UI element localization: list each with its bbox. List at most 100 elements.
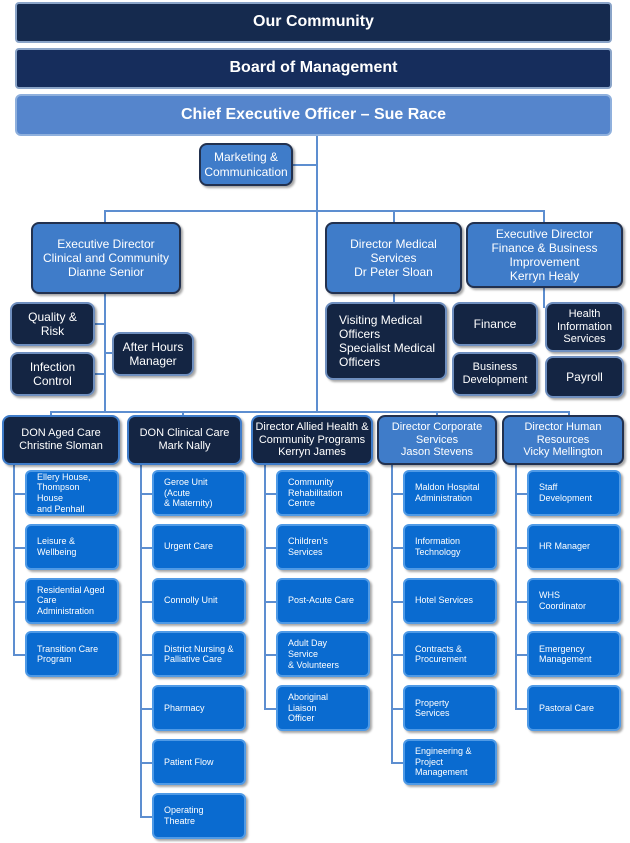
- department-item-label: Patient Flow: [164, 756, 214, 767]
- item-connector: [515, 493, 527, 495]
- department-item-label: Geroe Unit (Acute & Maternity): [164, 477, 213, 509]
- department-item-label: Transition Care Program: [37, 643, 99, 665]
- department-item-label: Emergency Management: [539, 643, 592, 665]
- column-head-label: DON Aged Care Christine Sloman: [19, 427, 103, 452]
- department-item: Hotel Services: [403, 577, 497, 624]
- visiting-medical-box: Visiting Medical Officers Specialist Med…: [325, 302, 447, 380]
- payroll-box: Payroll: [545, 356, 624, 398]
- department-item: Transition Care Program: [25, 631, 119, 678]
- department-item: Staff Development: [527, 470, 621, 516]
- column-head-label: Director Corporate Services Jason Steven…: [391, 420, 483, 459]
- department-item: Property Services: [403, 685, 497, 732]
- item-connector: [264, 600, 276, 603]
- department-item-label: Post-Acute Care: [288, 595, 355, 606]
- item-connector: [13, 654, 25, 657]
- department-item-label: Adult Day Service & Volunteers: [288, 638, 340, 670]
- community-label: Our Community: [253, 13, 374, 31]
- item-connector: [391, 762, 403, 764]
- department-item: Emergency Management: [527, 631, 621, 678]
- item-connector: [264, 546, 276, 549]
- department-item: Residential Aged Care Administration: [25, 577, 119, 624]
- column-head: DON Clinical Care Mark Nally: [127, 415, 242, 465]
- connector: [568, 411, 570, 416]
- department-item: Contracts & Procurement: [403, 631, 497, 678]
- department-item: Post-Acute Care: [276, 577, 370, 624]
- connector: [436, 411, 438, 416]
- business-dev-box: Business Development: [452, 352, 538, 396]
- director-clinical-label: Executive Director Clinical and Communit…: [42, 236, 170, 280]
- item-connector: [264, 708, 276, 711]
- his-box: Health Information Services: [545, 302, 624, 352]
- item-connector: [515, 600, 527, 603]
- department-item-label: Children’s Services: [288, 536, 328, 557]
- column-head: Director Allied Health & Community Progr…: [251, 415, 373, 465]
- column-connector: [13, 465, 15, 655]
- department-item: Children’s Services: [276, 523, 370, 570]
- department-item: Operating Theatre: [152, 792, 246, 839]
- department-item-label: District Nursing & Palliative Care: [164, 643, 234, 665]
- connector: [50, 411, 52, 416]
- quality-risk-label: Quality & Risk: [28, 309, 77, 338]
- item-connector: [391, 493, 403, 495]
- quality-risk-box: Quality & Risk: [10, 302, 95, 346]
- connector: [50, 411, 570, 413]
- finance-label: Finance: [473, 316, 517, 331]
- connector: [104, 352, 112, 354]
- item-connector: [140, 493, 152, 495]
- connector: [95, 373, 106, 375]
- item-connector: [391, 654, 403, 657]
- director-finance-label: Executive Director Finance & Business Im…: [491, 226, 598, 284]
- department-item-label: Aboriginal Liaison Officer: [288, 692, 329, 724]
- board-label: Board of Management: [229, 59, 398, 77]
- connector: [316, 136, 318, 412]
- department-item: HR Manager: [527, 523, 621, 570]
- item-connector: [140, 815, 152, 818]
- department-item: Patient Flow: [152, 739, 246, 785]
- item-connector: [391, 708, 403, 711]
- department-item-label: Operating Theatre: [164, 805, 204, 826]
- department-item-label: Maldon Hospital Administration: [415, 482, 480, 503]
- column-head: Director Corporate Services Jason Steven…: [377, 415, 497, 465]
- department-item-label: Pastoral Care: [539, 702, 595, 713]
- item-connector: [515, 654, 527, 657]
- connector: [293, 164, 316, 166]
- ceo-label: Chief Executive Officer – Sue Race: [181, 105, 446, 123]
- department-item: Maldon Hospital Administration: [403, 470, 497, 516]
- department-item: WHS Coordinator: [527, 577, 621, 624]
- department-item-label: Pharmacy: [164, 702, 205, 713]
- department-item-label: Hotel Services: [415, 595, 474, 606]
- item-connector: [264, 493, 276, 495]
- column-connector: [391, 465, 393, 762]
- department-item: District Nursing & Palliative Care: [152, 631, 246, 678]
- department-item: Information Technology: [403, 523, 497, 570]
- connector: [393, 294, 395, 302]
- director-finance: Executive Director Finance & Business Im…: [466, 222, 623, 288]
- board-bar: Board of Management: [15, 48, 612, 89]
- department-item-label: Information Technology: [415, 536, 461, 557]
- column-connector: [140, 465, 142, 816]
- item-connector: [264, 654, 276, 657]
- connector: [543, 288, 545, 308]
- department-item-label: Property Services: [415, 697, 450, 719]
- column-connector: [264, 465, 266, 709]
- department-item: Urgent Care: [152, 523, 246, 570]
- column-head: DON Aged Care Christine Sloman: [2, 415, 120, 465]
- department-item-label: WHS Coordinator: [539, 589, 587, 611]
- item-connector: [140, 654, 152, 657]
- connector: [393, 210, 395, 222]
- department-item-label: Contracts & Procurement: [415, 643, 467, 665]
- department-item: Community Rehabilitation Centre: [276, 470, 370, 516]
- department-item-label: Leisure & Wellbeing: [37, 536, 77, 557]
- column-head-label: Director Allied Health & Community Progr…: [255, 420, 369, 459]
- column-head-label: DON Clinical Care Mark Nally: [139, 427, 230, 452]
- visiting-medical-label: Visiting Medical Officers Specialist Med…: [339, 312, 436, 370]
- director-medical-label: Director Medical Services Dr Peter Sloan: [350, 236, 437, 280]
- department-item: Aboriginal Liaison Officer: [276, 685, 370, 732]
- department-item: Adult Day Service & Volunteers: [276, 631, 370, 678]
- department-item-label: Community Rehabilitation Centre: [288, 477, 343, 509]
- item-connector: [13, 493, 25, 495]
- department-item: Connolly Unit: [152, 577, 246, 624]
- his-label: Health Information Services: [556, 307, 613, 346]
- item-connector: [140, 762, 152, 764]
- item-connector: [515, 708, 527, 711]
